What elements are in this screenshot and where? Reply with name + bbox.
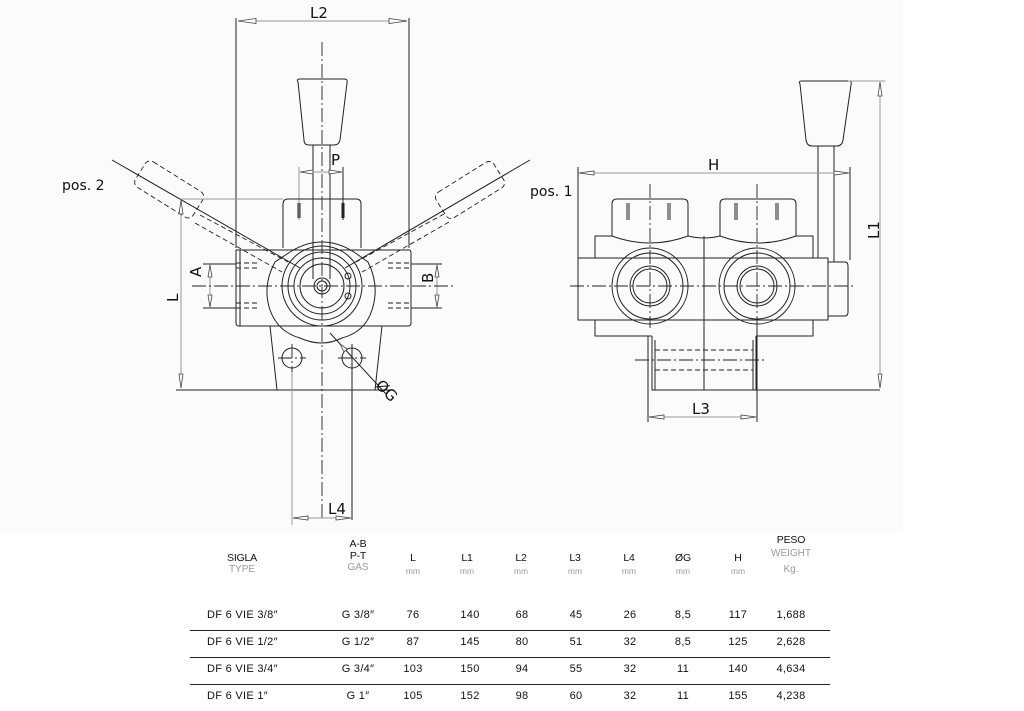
cell-H: 117 bbox=[728, 609, 748, 621]
col-title: L3 bbox=[569, 552, 581, 564]
dim-label-L1: L1 bbox=[865, 221, 883, 239]
cell-G: 11 bbox=[676, 690, 690, 702]
arrow-icon bbox=[237, 18, 257, 24]
technical-drawing: L2 P pos. 2 bbox=[62, 4, 885, 525]
label-pos-1: pos. 1 bbox=[530, 184, 573, 200]
cell-G: 11 bbox=[676, 663, 690, 675]
cell-L: 87 bbox=[406, 636, 420, 648]
side-view: L1 H pos. 1 bbox=[530, 80, 885, 422]
dim-label-H: H bbox=[708, 156, 719, 174]
col-title: ØG bbox=[675, 552, 691, 564]
lever-handle bbox=[798, 80, 852, 147]
cell-weight: 1,688 bbox=[776, 609, 806, 621]
cell-L4: 32 bbox=[623, 636, 637, 648]
col-header-weight: PESO WEIGHT Kg. bbox=[771, 534, 811, 575]
table-header: SIGLA TYPE A-B P-T GAS L mm L1 mm L2 mm … bbox=[190, 530, 830, 592]
col-header-L: L mm bbox=[406, 552, 420, 577]
col-unit: mm bbox=[567, 566, 583, 577]
arrow-icon bbox=[388, 18, 408, 24]
cell-type: DF 6 VIE 3/8″ bbox=[207, 609, 278, 621]
col-title: SIGLA bbox=[227, 552, 257, 564]
cell-gas: G 1/2″ bbox=[341, 636, 375, 648]
col-title: WEIGHT bbox=[771, 548, 811, 560]
dim-label-A: A bbox=[187, 266, 205, 277]
dim-label-B: B bbox=[419, 273, 437, 283]
table-row: DF 6 VIE 3/4″ G 3/4″ 103 150 94 55 32 11… bbox=[190, 658, 830, 685]
cell-L1: 152 bbox=[460, 690, 480, 702]
cell-L3: 60 bbox=[569, 690, 583, 702]
col-unit: mm bbox=[513, 566, 529, 577]
col-header-L2: L2 mm bbox=[514, 552, 528, 577]
col-title: L4 bbox=[623, 552, 635, 564]
col-top: PESO bbox=[776, 534, 806, 546]
col-unit: mm bbox=[675, 566, 691, 577]
col-subtitle: TYPE bbox=[228, 564, 256, 576]
cell-weight: 4,238 bbox=[776, 690, 806, 702]
cell-L2: 94 bbox=[515, 663, 529, 675]
col-header-type: SIGLA TYPE bbox=[227, 552, 257, 576]
front-view: L2 P pos. 2 bbox=[62, 4, 531, 525]
col-unit: mm bbox=[459, 566, 475, 577]
cell-weight: 2,628 bbox=[776, 636, 806, 648]
cell-L2: 68 bbox=[515, 609, 529, 621]
col-unit: mm bbox=[730, 566, 746, 577]
col-header-L3: L3 mm bbox=[568, 552, 582, 577]
cell-gas: G 3/8″ bbox=[341, 609, 375, 621]
dim-label-P: P bbox=[331, 151, 340, 169]
cell-L2: 80 bbox=[515, 636, 529, 648]
dim-label-L3: L3 bbox=[692, 400, 710, 418]
col-header-L4: L4 mm bbox=[622, 552, 636, 577]
dim-label-L2: L2 bbox=[310, 4, 328, 22]
col-title: L2 bbox=[515, 552, 527, 564]
dim-label-L: L bbox=[164, 293, 182, 302]
col-top: A-B bbox=[349, 538, 367, 550]
cell-type: DF 6 VIE 1″ bbox=[207, 690, 268, 702]
col-header-G: ØG mm bbox=[675, 552, 691, 577]
col-title: H bbox=[734, 552, 742, 564]
dim-label-L4: L4 bbox=[328, 500, 346, 518]
cell-L4: 26 bbox=[623, 609, 637, 621]
col-unit: Kg. bbox=[783, 563, 799, 575]
table-row: DF 6 VIE 3/8″ G 3/8″ 76 140 68 45 26 8,5… bbox=[190, 604, 830, 631]
col-title: L bbox=[410, 552, 416, 564]
table-row: DF 6 VIE 1″ G 1″ 105 152 98 60 32 11 155… bbox=[190, 685, 830, 711]
col-title: L1 bbox=[461, 552, 473, 564]
col-title: P-T bbox=[349, 550, 367, 563]
col-header-L1: L1 mm bbox=[460, 552, 474, 577]
spec-table: SIGLA TYPE A-B P-T GAS L mm L1 mm L2 mm … bbox=[190, 530, 830, 711]
cell-L2: 98 bbox=[515, 690, 529, 702]
cell-L4: 32 bbox=[623, 663, 637, 675]
cell-H: 125 bbox=[728, 636, 748, 648]
cell-L3: 45 bbox=[569, 609, 583, 621]
cell-L: 105 bbox=[403, 690, 423, 702]
cell-G: 8,5 bbox=[674, 636, 692, 648]
cell-type: DF 6 VIE 3/4″ bbox=[207, 663, 278, 675]
cell-L1: 145 bbox=[460, 636, 480, 648]
cell-L: 103 bbox=[403, 663, 423, 675]
cell-L3: 55 bbox=[569, 663, 583, 675]
cell-H: 140 bbox=[728, 663, 748, 675]
col-subtitle: GAS bbox=[347, 562, 369, 574]
cell-L4: 32 bbox=[623, 690, 637, 702]
lever-handle bbox=[296, 78, 348, 146]
cell-type: DF 6 VIE 1/2″ bbox=[207, 636, 278, 648]
col-unit: mm bbox=[621, 566, 637, 577]
cell-weight: 4,634 bbox=[776, 663, 806, 675]
table-body: DF 6 VIE 3/8″ G 3/8″ 76 140 68 45 26 8,5… bbox=[190, 604, 830, 711]
cell-L1: 140 bbox=[460, 609, 480, 621]
cell-gas: G 1″ bbox=[346, 690, 370, 702]
col-header-H: H mm bbox=[731, 552, 745, 577]
cell-H: 155 bbox=[728, 690, 748, 702]
col-header-gas: A-B P-T GAS bbox=[347, 538, 368, 574]
cell-G: 8,5 bbox=[674, 609, 692, 621]
col-unit: mm bbox=[405, 566, 421, 577]
table-row: DF 6 VIE 1/2″ G 1/2″ 87 145 80 51 32 8,5… bbox=[190, 631, 830, 658]
cell-L: 76 bbox=[406, 609, 420, 621]
cell-L1: 150 bbox=[460, 663, 480, 675]
cell-L3: 51 bbox=[569, 636, 583, 648]
label-pos-2: pos. 2 bbox=[62, 178, 105, 194]
cell-gas: G 3/4″ bbox=[341, 663, 375, 675]
